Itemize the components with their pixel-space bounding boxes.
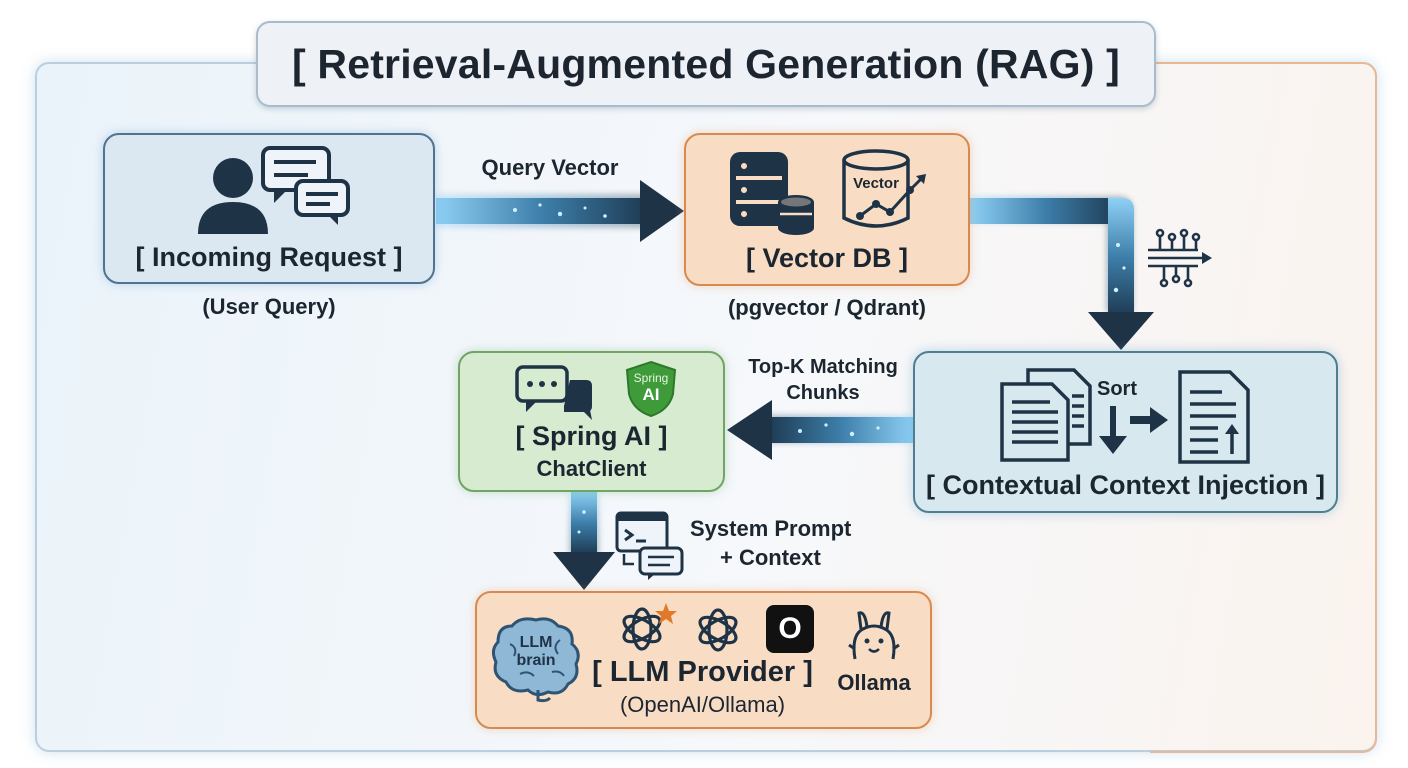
user-icon: [198, 158, 268, 234]
system-prompt-label-line1: System Prompt: [690, 516, 852, 541]
brain-text-line1: LLM: [519, 634, 553, 651]
spring-badge-line1: Spring: [633, 371, 669, 385]
spring-ai-label: [ Spring AI ]: [515, 421, 668, 451]
chat-bubbles-icon: [261, 146, 350, 225]
brain-icon: [491, 617, 580, 703]
openai-logo-icon: [622, 603, 677, 651]
topk-label-line1: Top-K Matching: [748, 356, 898, 378]
brain-text-line2: brain: [516, 652, 556, 669]
context-injection-node: [913, 351, 1338, 513]
sort-arrows-icon: [1099, 406, 1168, 454]
incoming-request-label: [ Incoming Request ]: [135, 242, 403, 272]
vector-db-label: [ Vector DB ]: [745, 243, 909, 273]
ollama-label: Ollama: [837, 670, 911, 695]
documents-icon: [1000, 368, 1092, 462]
arrow-topk-chunks: [727, 400, 914, 460]
sort-label: Sort: [1097, 378, 1137, 400]
arrow-retrieve: [970, 196, 1154, 350]
vector-cylinder-icon: [842, 149, 926, 228]
provider-o-logo-icon: [766, 605, 814, 653]
topk-label-line2: Chunks: [786, 382, 860, 404]
incoming-request-sub: (User Query): [202, 294, 336, 319]
spring-ai-sub: ChatClient: [536, 456, 647, 481]
vector-db-sub: (pgvector / Qdrant): [727, 295, 926, 320]
context-injection-label: [ Contextual Context Injection ]: [925, 470, 1325, 500]
spring-ai-node: [458, 351, 725, 492]
llm-provider-label: [ LLM Provider ]: [592, 656, 813, 688]
spring-ai-badge-icon: [625, 360, 677, 418]
query-vector-label: Query Vector: [481, 155, 619, 180]
provider-o-glyph: O: [778, 612, 802, 645]
embedding-circuit-icon: [1148, 228, 1212, 288]
sorted-document-icon: [1178, 370, 1250, 464]
arrow-query-vector: [436, 180, 684, 242]
openai-logo-icon-2: [698, 608, 738, 652]
database-icon: [730, 152, 814, 235]
llm-provider-sub: (OpenAI/Ollama): [619, 692, 786, 717]
ollama-llama-icon: [848, 611, 900, 660]
diagram-title: [ Retrieval-Augmented Generation (RAG) ]: [256, 21, 1156, 107]
arrow-system-prompt: [553, 492, 615, 590]
spring-badge-line2: AI: [642, 385, 660, 404]
terminal-prompt-icon: [615, 511, 684, 580]
vector-icon-text: Vector: [853, 175, 899, 192]
chat-icon: [515, 365, 592, 420]
system-prompt-label-line2: + Context: [720, 545, 821, 570]
vector-db-node: [684, 133, 970, 286]
